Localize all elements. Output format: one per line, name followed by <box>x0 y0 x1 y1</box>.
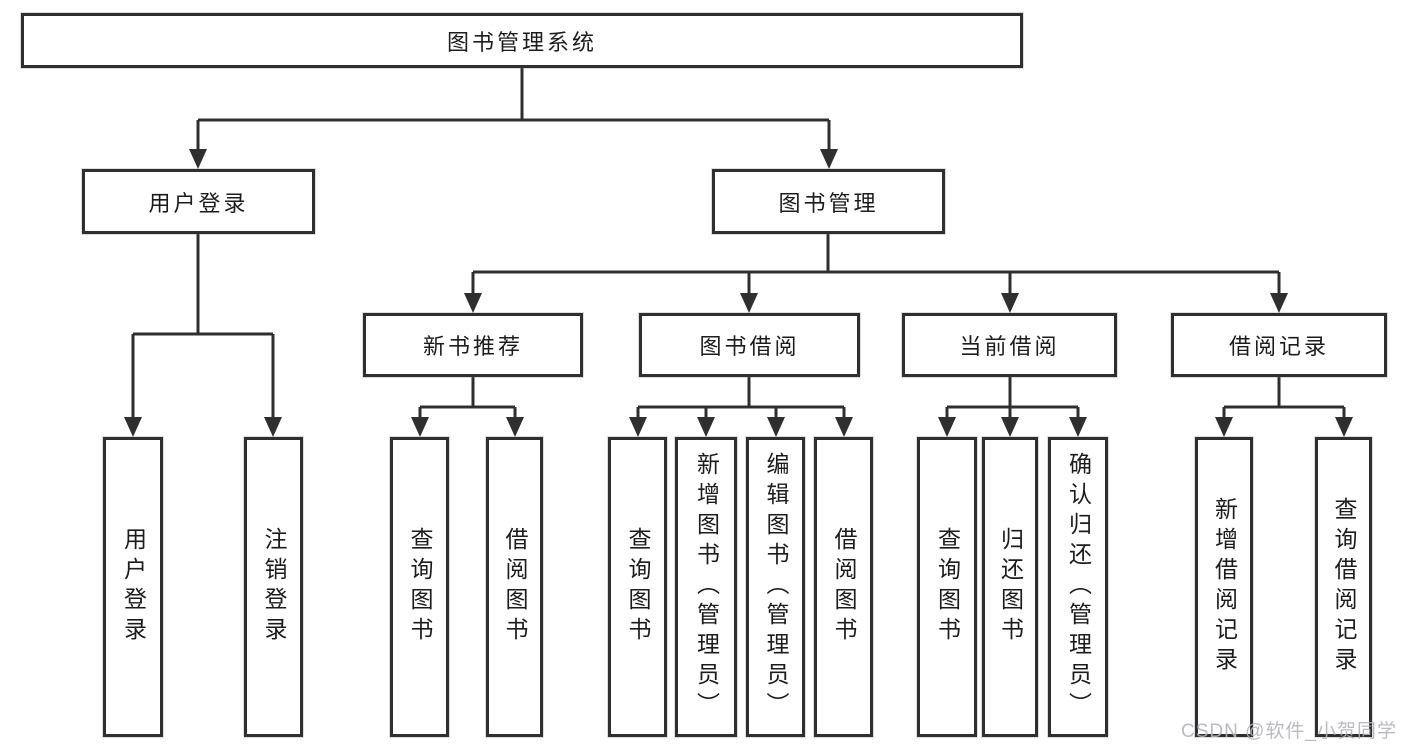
node-borrow-record: 借阅记录 <box>1171 313 1387 377</box>
node-label: 图书管理 <box>778 190 879 216</box>
node-leaf-logout: 注销登录 <box>244 437 303 737</box>
node-leaf-query-books: 查询图书 <box>917 437 977 737</box>
node-label: 借阅图书 <box>502 527 528 647</box>
node-leaf-borrow-books: 借阅图书 <box>486 437 543 737</box>
node-user-login: 用户登录 <box>82 169 315 234</box>
arrowhead-icons <box>124 149 1353 437</box>
node-label: 查询图书 <box>934 527 961 647</box>
node-leaf-query-books: 查询图书 <box>390 437 449 737</box>
node-leaf-confirm-return-admin: 确认归还（管理员） <box>1048 437 1108 737</box>
node-label: 确认归还（管理员） <box>1065 452 1092 722</box>
node-book-borrow: 图书借阅 <box>639 313 860 377</box>
node-leaf-return-books: 归还图书 <box>982 437 1038 737</box>
node-leaf-query-books: 查询图书 <box>608 437 667 737</box>
node-label: 编辑图书（管理员） <box>763 452 789 722</box>
node-label: 查询图书 <box>407 527 433 647</box>
node-leaf-edit-books-admin: 编辑图书（管理员） <box>746 437 805 737</box>
node-label: 查询图书 <box>625 527 651 647</box>
node-label: 新增图书（管理员） <box>693 452 720 722</box>
csdn-watermark: CSDN @软件_小贺同学 <box>1181 721 1397 742</box>
node-new-book-recommend: 新书推荐 <box>363 313 583 377</box>
node-label: 借阅记录 <box>1228 334 1329 359</box>
node-label: 归还图书 <box>997 527 1024 647</box>
node-label: 图书借阅 <box>699 334 800 359</box>
node-system-root: 图书管理系统 <box>21 13 1023 68</box>
node-label: 图书管理系统 <box>446 29 597 55</box>
node-label: 新书推荐 <box>422 334 523 359</box>
node-label: 用户登录 <box>120 527 147 647</box>
node-leaf-add-borrow-record: 新增借阅记录 <box>1195 437 1253 737</box>
node-leaf-user-login: 用户登录 <box>103 437 163 737</box>
node-leaf-query-borrow-record: 查询借阅记录 <box>1315 437 1372 737</box>
node-leaf-add-books-admin: 新增图书（管理员） <box>675 437 737 737</box>
node-label: 注销登录 <box>261 527 287 647</box>
node-label: 用户登录 <box>148 190 249 216</box>
node-label: 查询借阅记录 <box>1331 497 1357 677</box>
node-book-management: 图书管理 <box>712 169 945 234</box>
node-current-borrow: 当前借阅 <box>902 313 1117 377</box>
node-label: 当前借阅 <box>959 334 1060 359</box>
node-label: 新增借阅记录 <box>1211 497 1238 677</box>
node-leaf-borrow-books: 借阅图书 <box>814 437 873 737</box>
node-label: 借阅图书 <box>831 527 857 647</box>
